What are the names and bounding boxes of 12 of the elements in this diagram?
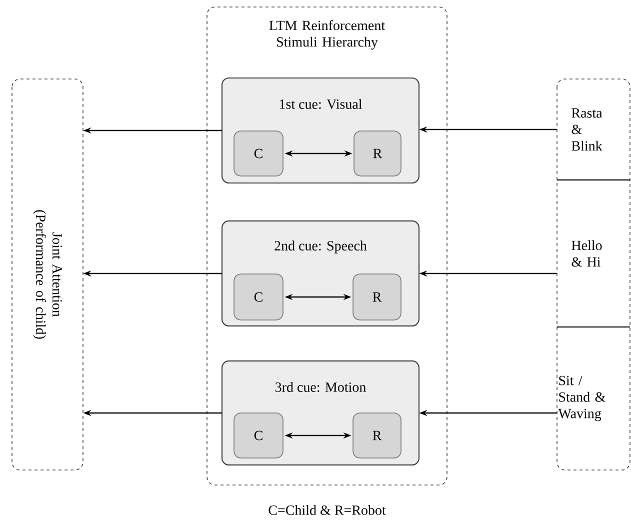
caption: C=Child & R=Robot [268,505,386,515]
rounded-box: R [352,274,402,320]
rounded-box: C [234,412,284,458]
dashed-box: Joint Attention (Performance of child) [12,78,84,470]
dashed-box [556,78,630,470]
panel-section: Hello & Hi [572,240,602,267]
rounded-box: C [234,130,284,176]
rounded-box: R [354,130,402,176]
panel-section: Sit / Stand & Waving [558,376,606,422]
panel-section: Rasta & Blink [572,108,602,151]
rounded-box: C [234,274,284,320]
rounded-box: R [352,412,402,458]
